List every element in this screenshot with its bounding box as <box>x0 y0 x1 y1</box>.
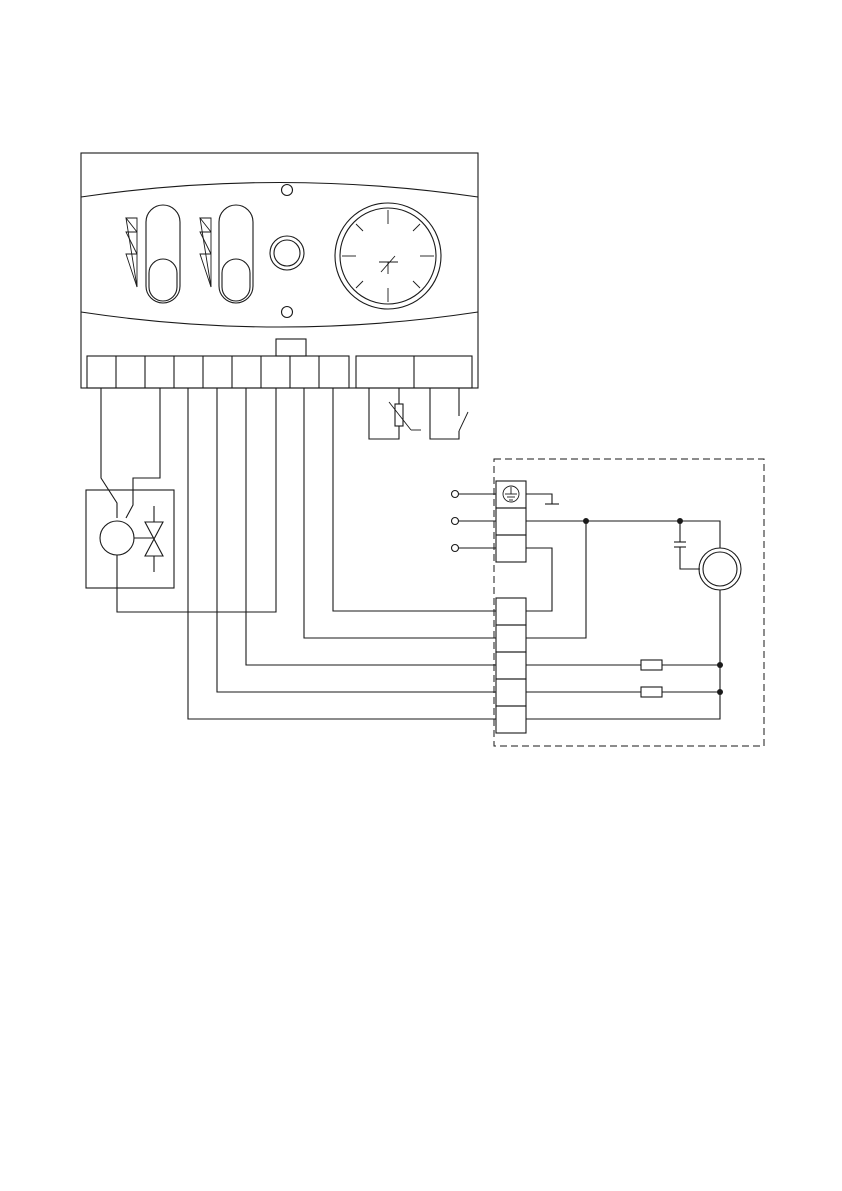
clock-ticks <box>342 210 434 302</box>
earth-icon <box>503 486 519 502</box>
appliance-box <box>452 459 765 746</box>
slide-switch-knob[interactable] <box>149 259 177 301</box>
motor-icon <box>699 548 741 590</box>
level-wedge-edge <box>126 218 137 287</box>
capacitor-icon <box>674 521 700 569</box>
valve-icon <box>145 506 163 572</box>
pump-motor-icon <box>100 521 134 555</box>
screw-icon <box>282 185 293 196</box>
level-wedge-edge <box>200 218 211 287</box>
wire-5 <box>333 388 496 611</box>
slide-switch-knob[interactable] <box>222 259 250 301</box>
supply-input-live[interactable] <box>452 518 459 525</box>
sensor-circuit <box>369 388 421 439</box>
panel-top-curve <box>81 183 478 198</box>
screw-icon <box>282 307 293 318</box>
panel-bottom-curve <box>81 312 478 327</box>
clock-dial[interactable] <box>335 203 441 309</box>
slide-switch-2[interactable] <box>200 205 253 303</box>
controller-housing <box>81 153 478 388</box>
terminal-strip-main <box>87 356 349 388</box>
supply-terminal-block <box>496 481 526 562</box>
switch-contact-icon <box>459 412 468 431</box>
slide-switch-1[interactable] <box>126 205 180 303</box>
resistor-icon <box>641 660 662 670</box>
resistor-icon <box>641 687 662 697</box>
connector-tab <box>276 339 306 356</box>
wiring-bundle <box>188 388 496 719</box>
terminal-strip-sensor <box>356 356 472 388</box>
pump-valve-box <box>86 388 276 612</box>
supply-input-neutral[interactable] <box>452 545 459 552</box>
load-terminal-block <box>496 598 526 733</box>
wire-2 <box>217 388 496 692</box>
slide-switch-track <box>146 205 180 303</box>
pilot-lamp <box>270 236 304 270</box>
wire-1 <box>188 388 496 719</box>
slide-switch-track <box>219 205 253 303</box>
clock-hand-icon <box>379 256 398 274</box>
wire-3 <box>246 388 496 665</box>
supply-input-earth[interactable] <box>452 491 459 498</box>
switch-circuit <box>430 388 468 439</box>
controller-unit <box>81 153 478 388</box>
dashed-boundary <box>494 459 764 746</box>
